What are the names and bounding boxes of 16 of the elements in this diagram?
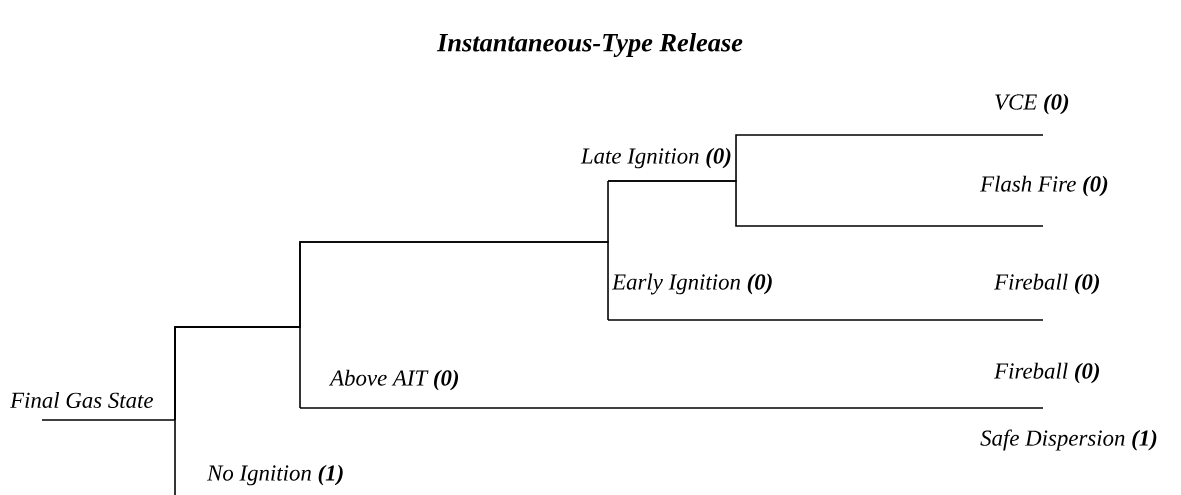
- branch-label: Late Ignition (0): [580, 147, 731, 169]
- branch-line: [607, 319, 1044, 321]
- branch-label: Above AIT (0): [328, 369, 459, 391]
- branch-label: No Ignition (1): [206, 464, 343, 486]
- branch-line: [174, 419, 176, 495]
- branch-label: Safe Dispersion (1): [980, 429, 1157, 451]
- branch-label: Fireball (0): [994, 362, 1100, 384]
- branch-label: Early Ignition (0): [611, 273, 772, 295]
- branch-label: Flash Fire (0): [980, 175, 1108, 197]
- branch-line: [607, 180, 1044, 227]
- branch-label: Fireball (0): [994, 273, 1100, 295]
- branch-label: Final Gas State: [10, 391, 153, 409]
- branch-label: VCE (0): [995, 93, 1069, 115]
- title: Instantaneous-Type Release: [436, 33, 743, 57]
- branch-line: [174, 326, 301, 421]
- branch-line: [299, 407, 1044, 409]
